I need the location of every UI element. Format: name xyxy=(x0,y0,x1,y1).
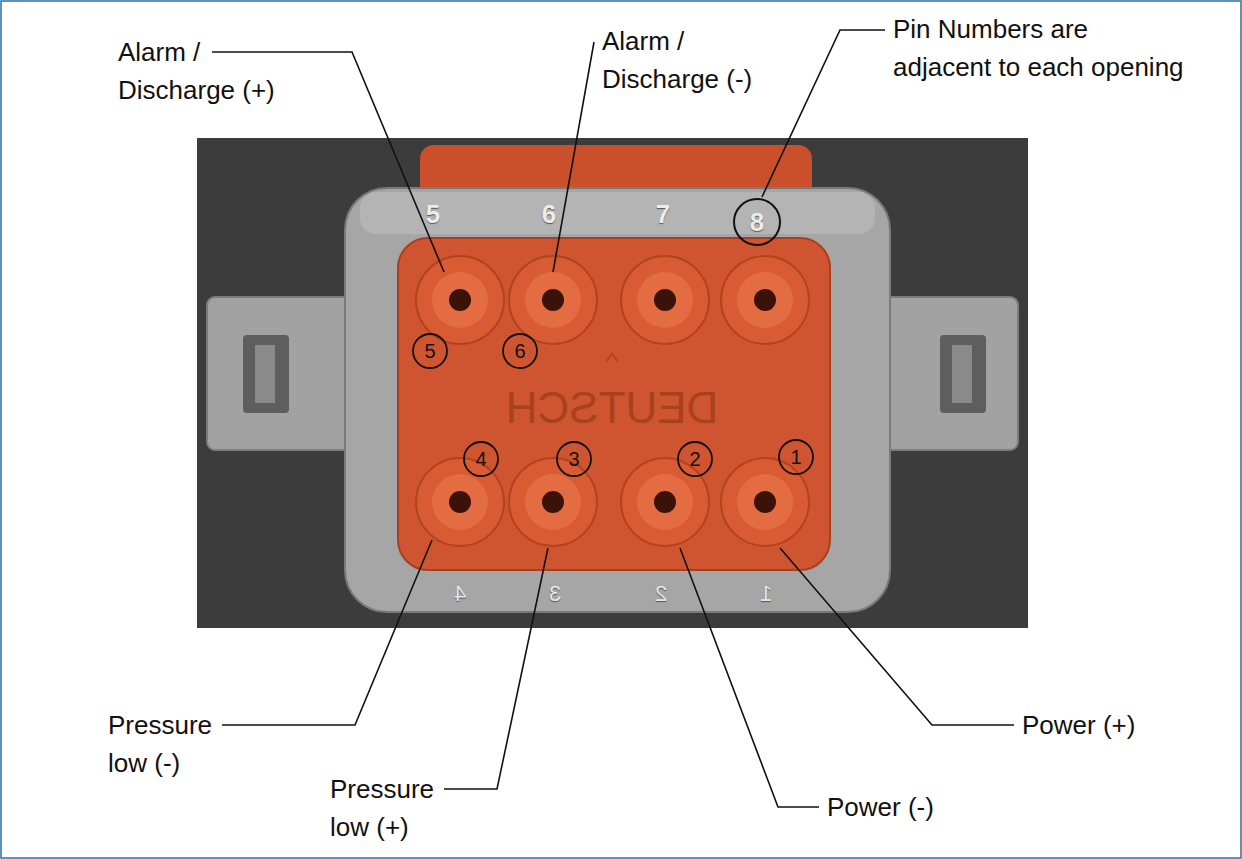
callout-number: 3 xyxy=(568,449,579,469)
pin-opening xyxy=(721,458,809,546)
rubber-insert xyxy=(398,238,830,570)
pin-hole xyxy=(449,491,471,513)
left-latch xyxy=(207,297,357,450)
leader-line xyxy=(553,42,594,272)
signal-name: Alarm / Discharge (-) xyxy=(602,22,782,98)
molded-arrow xyxy=(606,354,618,362)
pin-opening xyxy=(737,474,793,530)
molded-pin-number: 5 xyxy=(426,201,440,227)
pin-opening xyxy=(416,256,504,344)
leader-line xyxy=(780,548,1014,725)
connector-housing xyxy=(345,188,890,612)
molded-pin-number: 2 xyxy=(655,583,667,605)
pin-hole xyxy=(754,289,776,311)
pin-opening xyxy=(721,256,809,344)
pin-opening xyxy=(432,272,488,328)
pin-opening xyxy=(621,458,709,546)
pin-opening xyxy=(525,272,581,328)
callout-number: 2 xyxy=(689,449,700,469)
callout-circle xyxy=(678,442,712,476)
pin-opening xyxy=(416,458,504,546)
callout-circle xyxy=(779,440,813,474)
left-latch-slot xyxy=(255,345,275,403)
signal-name: Pressure low (+) xyxy=(330,770,455,846)
molded-pin-number: 8 xyxy=(750,209,764,235)
leader-line xyxy=(680,548,819,807)
callout-circle xyxy=(503,334,537,368)
molded-pin-number: 6 xyxy=(542,201,556,227)
pin-opening xyxy=(637,272,693,328)
signal-name: Alarm / Discharge (+) xyxy=(118,33,298,109)
signal-name: Pressure low (-) xyxy=(108,706,233,782)
molded-pin-number: 4 xyxy=(454,583,466,605)
callout-number: 5 xyxy=(424,341,435,361)
pin-opening xyxy=(621,256,709,344)
pin-hole xyxy=(654,491,676,513)
pin-opening xyxy=(525,474,581,530)
signal-name: Power (+) xyxy=(1022,706,1222,744)
signal-name: Power (-) xyxy=(827,788,1027,826)
pin-opening xyxy=(432,474,488,530)
molded-pin-number: 1 xyxy=(760,583,772,605)
brand-mark: DEUTSCH xyxy=(506,386,719,430)
callout-number: 6 xyxy=(514,341,525,361)
pin-opening xyxy=(737,272,793,328)
leader-line xyxy=(762,30,885,197)
leader-line xyxy=(222,540,432,725)
leader-line xyxy=(444,548,548,789)
callout-circle xyxy=(413,334,447,368)
callout-number: 1 xyxy=(790,447,801,467)
pin-opening xyxy=(509,458,597,546)
right-latch-slot xyxy=(940,335,986,413)
callout-circle xyxy=(464,442,498,476)
pin-hole xyxy=(654,289,676,311)
housing-ridge xyxy=(360,192,875,234)
right-latch-slot xyxy=(952,345,972,403)
callout-circle xyxy=(734,199,780,245)
molded-pin-number: 3 xyxy=(549,583,561,605)
pin-hole xyxy=(449,289,471,311)
pin-hole xyxy=(542,289,564,311)
pin-hole xyxy=(754,491,776,513)
pin-opening xyxy=(637,474,693,530)
molded-pin-number: 7 xyxy=(656,201,670,227)
callout-circle xyxy=(557,442,591,476)
photo-background xyxy=(197,138,1028,628)
pin-hole xyxy=(542,491,564,513)
callout-number: 4 xyxy=(475,449,486,469)
left-latch-slot xyxy=(243,335,289,413)
note: Pin Numbers are adjacent to each opening xyxy=(893,10,1189,86)
right-latch xyxy=(880,297,1018,450)
